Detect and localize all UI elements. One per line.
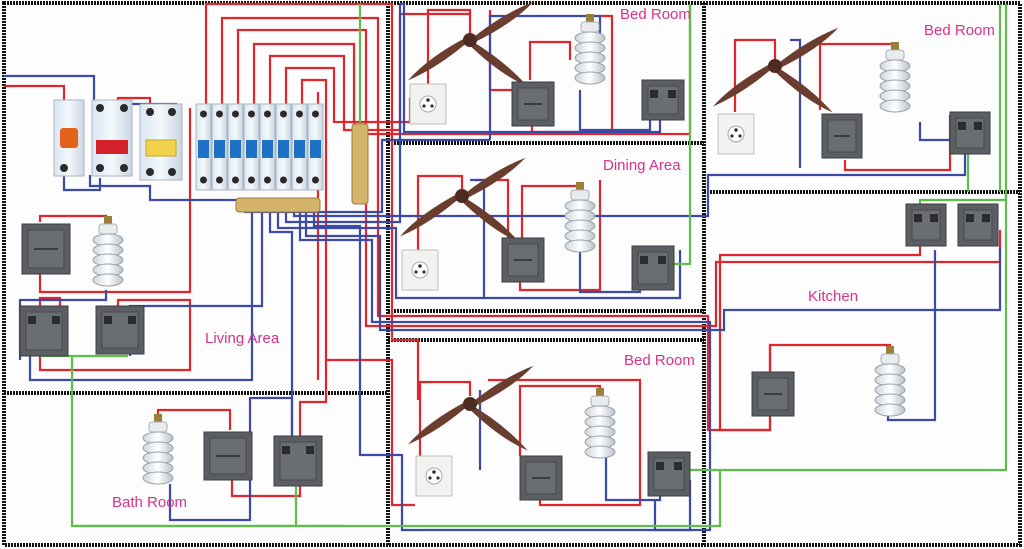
main-switch-breaker: [53, 99, 85, 177]
switch-board-icon: [647, 451, 691, 497]
switch-board-icon: [501, 237, 545, 283]
switch-board-icon: [203, 431, 253, 481]
socket-outlet-icon: [415, 455, 453, 497]
room-label-bed-room-top-center: Bed Room: [620, 6, 691, 23]
mcb-breaker: [275, 103, 292, 191]
cfl-bulb-icon: [92, 216, 124, 287]
ceiling-fan-icon: [399, 157, 526, 243]
cfl-bulb-icon: [874, 346, 906, 417]
mcb-breaker: [307, 103, 324, 191]
mcb-breaker: [259, 103, 276, 191]
cfl-bulb-icon: [142, 414, 174, 485]
switch-board-icon: [511, 81, 555, 127]
ceiling-fan-icon: [407, 365, 534, 451]
room-label-living-area: Living Area: [205, 330, 280, 347]
room-label-bed-room-top-right: Bed Room: [924, 22, 995, 39]
switch-board-icon: [957, 203, 999, 247]
mcb-bank: [195, 103, 324, 191]
mcb-breaker: [291, 103, 308, 191]
switch-board-icon: [19, 305, 69, 357]
room-label-bath-room: Bath Room: [112, 494, 188, 511]
switch-board-icon: [631, 245, 675, 291]
mcb-breaker: [211, 103, 228, 191]
neutral-wires: [18, 2, 1002, 532]
switch-board-icon: [21, 223, 71, 275]
room-label-bed-room-bottom: Bed Room: [624, 352, 695, 369]
room-label-kitchen: Kitchen: [808, 288, 859, 305]
switch-board-icon: [273, 435, 323, 487]
switch-board-icon: [641, 79, 685, 121]
cfl-bulb-icon: [564, 182, 596, 253]
rccb-breaker: [91, 99, 133, 177]
socket-outlet-icon: [717, 113, 755, 155]
switch-board-icon: [519, 455, 563, 501]
room-label-dining-area: Dining Area: [603, 157, 681, 174]
switch-board-icon: [751, 371, 795, 417]
mcb-breaker: [195, 103, 212, 191]
earth-wires: [40, 4, 1008, 528]
mcb-breaker: [227, 103, 244, 191]
phase-wires: [38, 2, 1002, 507]
socket-outlet-icon: [401, 249, 439, 291]
cfl-bulb-icon: [574, 14, 606, 85]
earth-link-bar: [351, 123, 369, 205]
ceiling-fan-icon: [712, 27, 839, 113]
elcb-breaker: [139, 103, 183, 181]
switch-board-icon: [905, 203, 947, 247]
switch-board-icon: [821, 113, 863, 159]
socket-outlet-icon: [409, 83, 447, 125]
cfl-bulb-icon: [584, 388, 616, 459]
ceiling-fan-icon: [407, 1, 534, 87]
neutral-link-bar: [235, 197, 321, 213]
switch-board-icon: [95, 305, 145, 355]
switch-board-icon: [949, 111, 991, 155]
mcb-breaker: [243, 103, 260, 191]
cfl-bulb-icon: [879, 42, 911, 113]
